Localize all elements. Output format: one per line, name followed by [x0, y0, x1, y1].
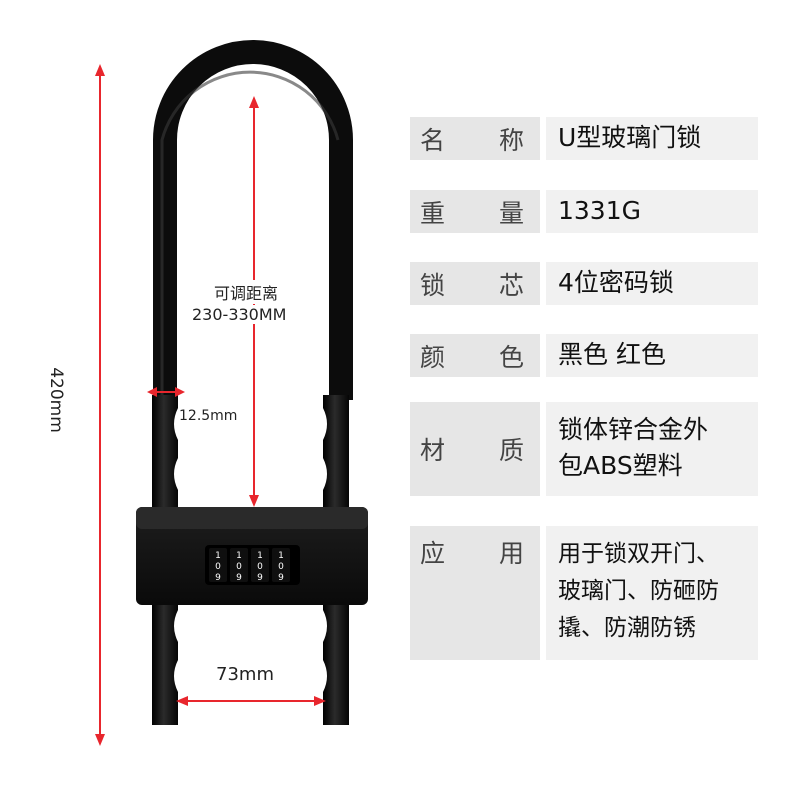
- spec-row-usage: 应用 用于锁双开门、玻璃门、防砸防撬、防潮防锈: [410, 526, 758, 660]
- spec-key: 锁芯: [410, 262, 540, 305]
- spec-row-weight: 重量 1331G: [410, 190, 758, 233]
- spec-value: 黑色 红色: [546, 334, 758, 377]
- total-height-label: 420mm: [46, 367, 66, 433]
- dial-digit: 0: [236, 562, 242, 572]
- shackle-diameter-label: 12.5mm: [179, 408, 238, 424]
- dial-digit: 0: [215, 562, 221, 572]
- dial-digit: 1: [236, 551, 242, 561]
- spec-value: 4位密码锁: [546, 262, 758, 305]
- dial-digit: 1: [257, 551, 263, 561]
- dial-digit: 1: [215, 551, 221, 561]
- dial-digit: 9: [215, 573, 221, 583]
- spec-value: U型玻璃门锁: [546, 117, 758, 160]
- spec-key: 名称: [410, 117, 540, 160]
- dial-digit: 0: [278, 562, 284, 572]
- dial-digit: 9: [278, 573, 284, 583]
- dial-digit: 9: [257, 573, 263, 583]
- u-shackle: [153, 40, 353, 400]
- spec-row-material: 材质 锁体锌合金外包ABS塑料: [410, 402, 758, 496]
- spec-row-core: 锁芯 4位密码锁: [410, 262, 758, 305]
- dial-digit: 9: [236, 573, 242, 583]
- spec-key: 颜色: [410, 334, 540, 377]
- dial-digit: 0: [257, 562, 263, 572]
- spec-key: 重量: [410, 190, 540, 233]
- spec-key: 应用: [410, 526, 540, 660]
- adjust-label: 可调距离: [210, 280, 283, 304]
- adjust-range-label: 230-330MM: [190, 305, 289, 324]
- spec-row-name: 名称 U型玻璃门锁: [410, 117, 758, 160]
- spec-key: 材质: [410, 402, 540, 496]
- spec-value: 锁体锌合金外包ABS塑料: [546, 402, 758, 496]
- dial-digit: 1: [278, 551, 284, 561]
- spec-row-color: 颜色 黑色 红色: [410, 334, 758, 377]
- spec-value: 用于锁双开门、玻璃门、防砸防撬、防潮防锈: [546, 526, 758, 660]
- spec-value: 1331G: [546, 190, 758, 233]
- width-label: 73mm: [214, 664, 276, 685]
